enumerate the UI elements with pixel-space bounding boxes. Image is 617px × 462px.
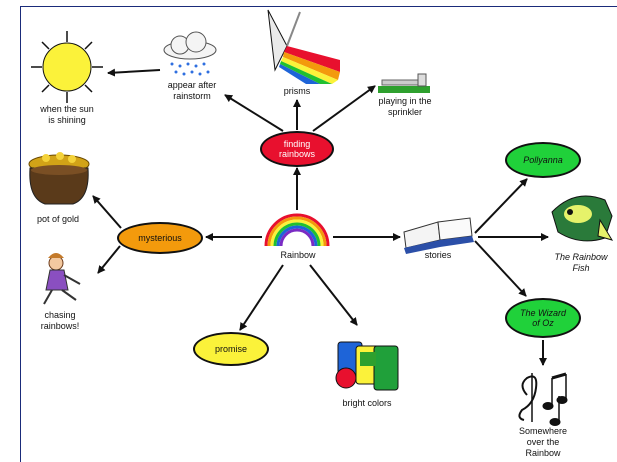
edge-rainstorm-sun [107, 68, 161, 77]
label-rainbow: Rainbow [280, 250, 316, 260]
node-finding-rainbows-label: finding rainbows [278, 139, 316, 159]
frame-border [20, 6, 617, 462]
node-promise[interactable]: promise [193, 332, 269, 366]
node-pollyanna-label: Pollyanna [523, 155, 563, 165]
edge-finding-sprinkler [312, 85, 376, 132]
label-appear-after-rainstorm: appear after rainstorm [167, 80, 217, 101]
node-finding-rainbows[interactable]: finding rainbows [260, 131, 334, 167]
node-mysterious-label: mysterious [138, 233, 182, 243]
paint-cans-icon [335, 341, 399, 391]
edge-stories-oz [474, 240, 527, 297]
sun-icon [31, 31, 103, 103]
edge-mysterious-chasing [97, 245, 121, 274]
book-icon [403, 217, 474, 254]
label-bright-colors: bright colors [342, 398, 392, 408]
node-pollyanna[interactable]: Pollyanna [505, 142, 581, 178]
label-prisms: prisms [283, 86, 311, 96]
node-promise-label: promise [214, 344, 247, 354]
music-notes-icon [518, 372, 568, 426]
rainbow-icon [264, 213, 330, 247]
edge-rainbow-promise [239, 264, 284, 331]
edge-rainbow-colors [309, 264, 358, 326]
node-mysterious[interactable]: mysterious [117, 222, 203, 254]
label-rainbow-fish: The Rainbow Fish [554, 252, 608, 273]
node-wizard-of-oz-label: The Wizard of Oz [520, 308, 566, 328]
label-somewhere-over-rainbow: Somewhere over the Rainbow [518, 426, 568, 458]
pot-of-gold-icon [28, 152, 90, 205]
sprinkler-icon [378, 73, 430, 93]
label-playing-sprinkler: playing in the sprinkler [378, 96, 432, 117]
node-wizard-of-oz[interactable]: The Wizard of Oz [505, 298, 581, 338]
label-when-sun-shining: when the sun is shining [40, 104, 94, 125]
prism-icon [267, 9, 340, 84]
label-chasing-rainbows: chasing rainbows! [40, 310, 80, 331]
fish-icon [551, 195, 614, 242]
girl-running-icon [43, 253, 81, 305]
edge-finding-rainstorm [224, 94, 284, 132]
label-pot-of-gold: pot of gold [36, 214, 80, 224]
edge-stories-pollyanna [474, 178, 528, 234]
label-stories: stories [424, 250, 452, 260]
rain-cloud-icon [163, 31, 217, 76]
edge-mysterious-pot [92, 195, 122, 229]
